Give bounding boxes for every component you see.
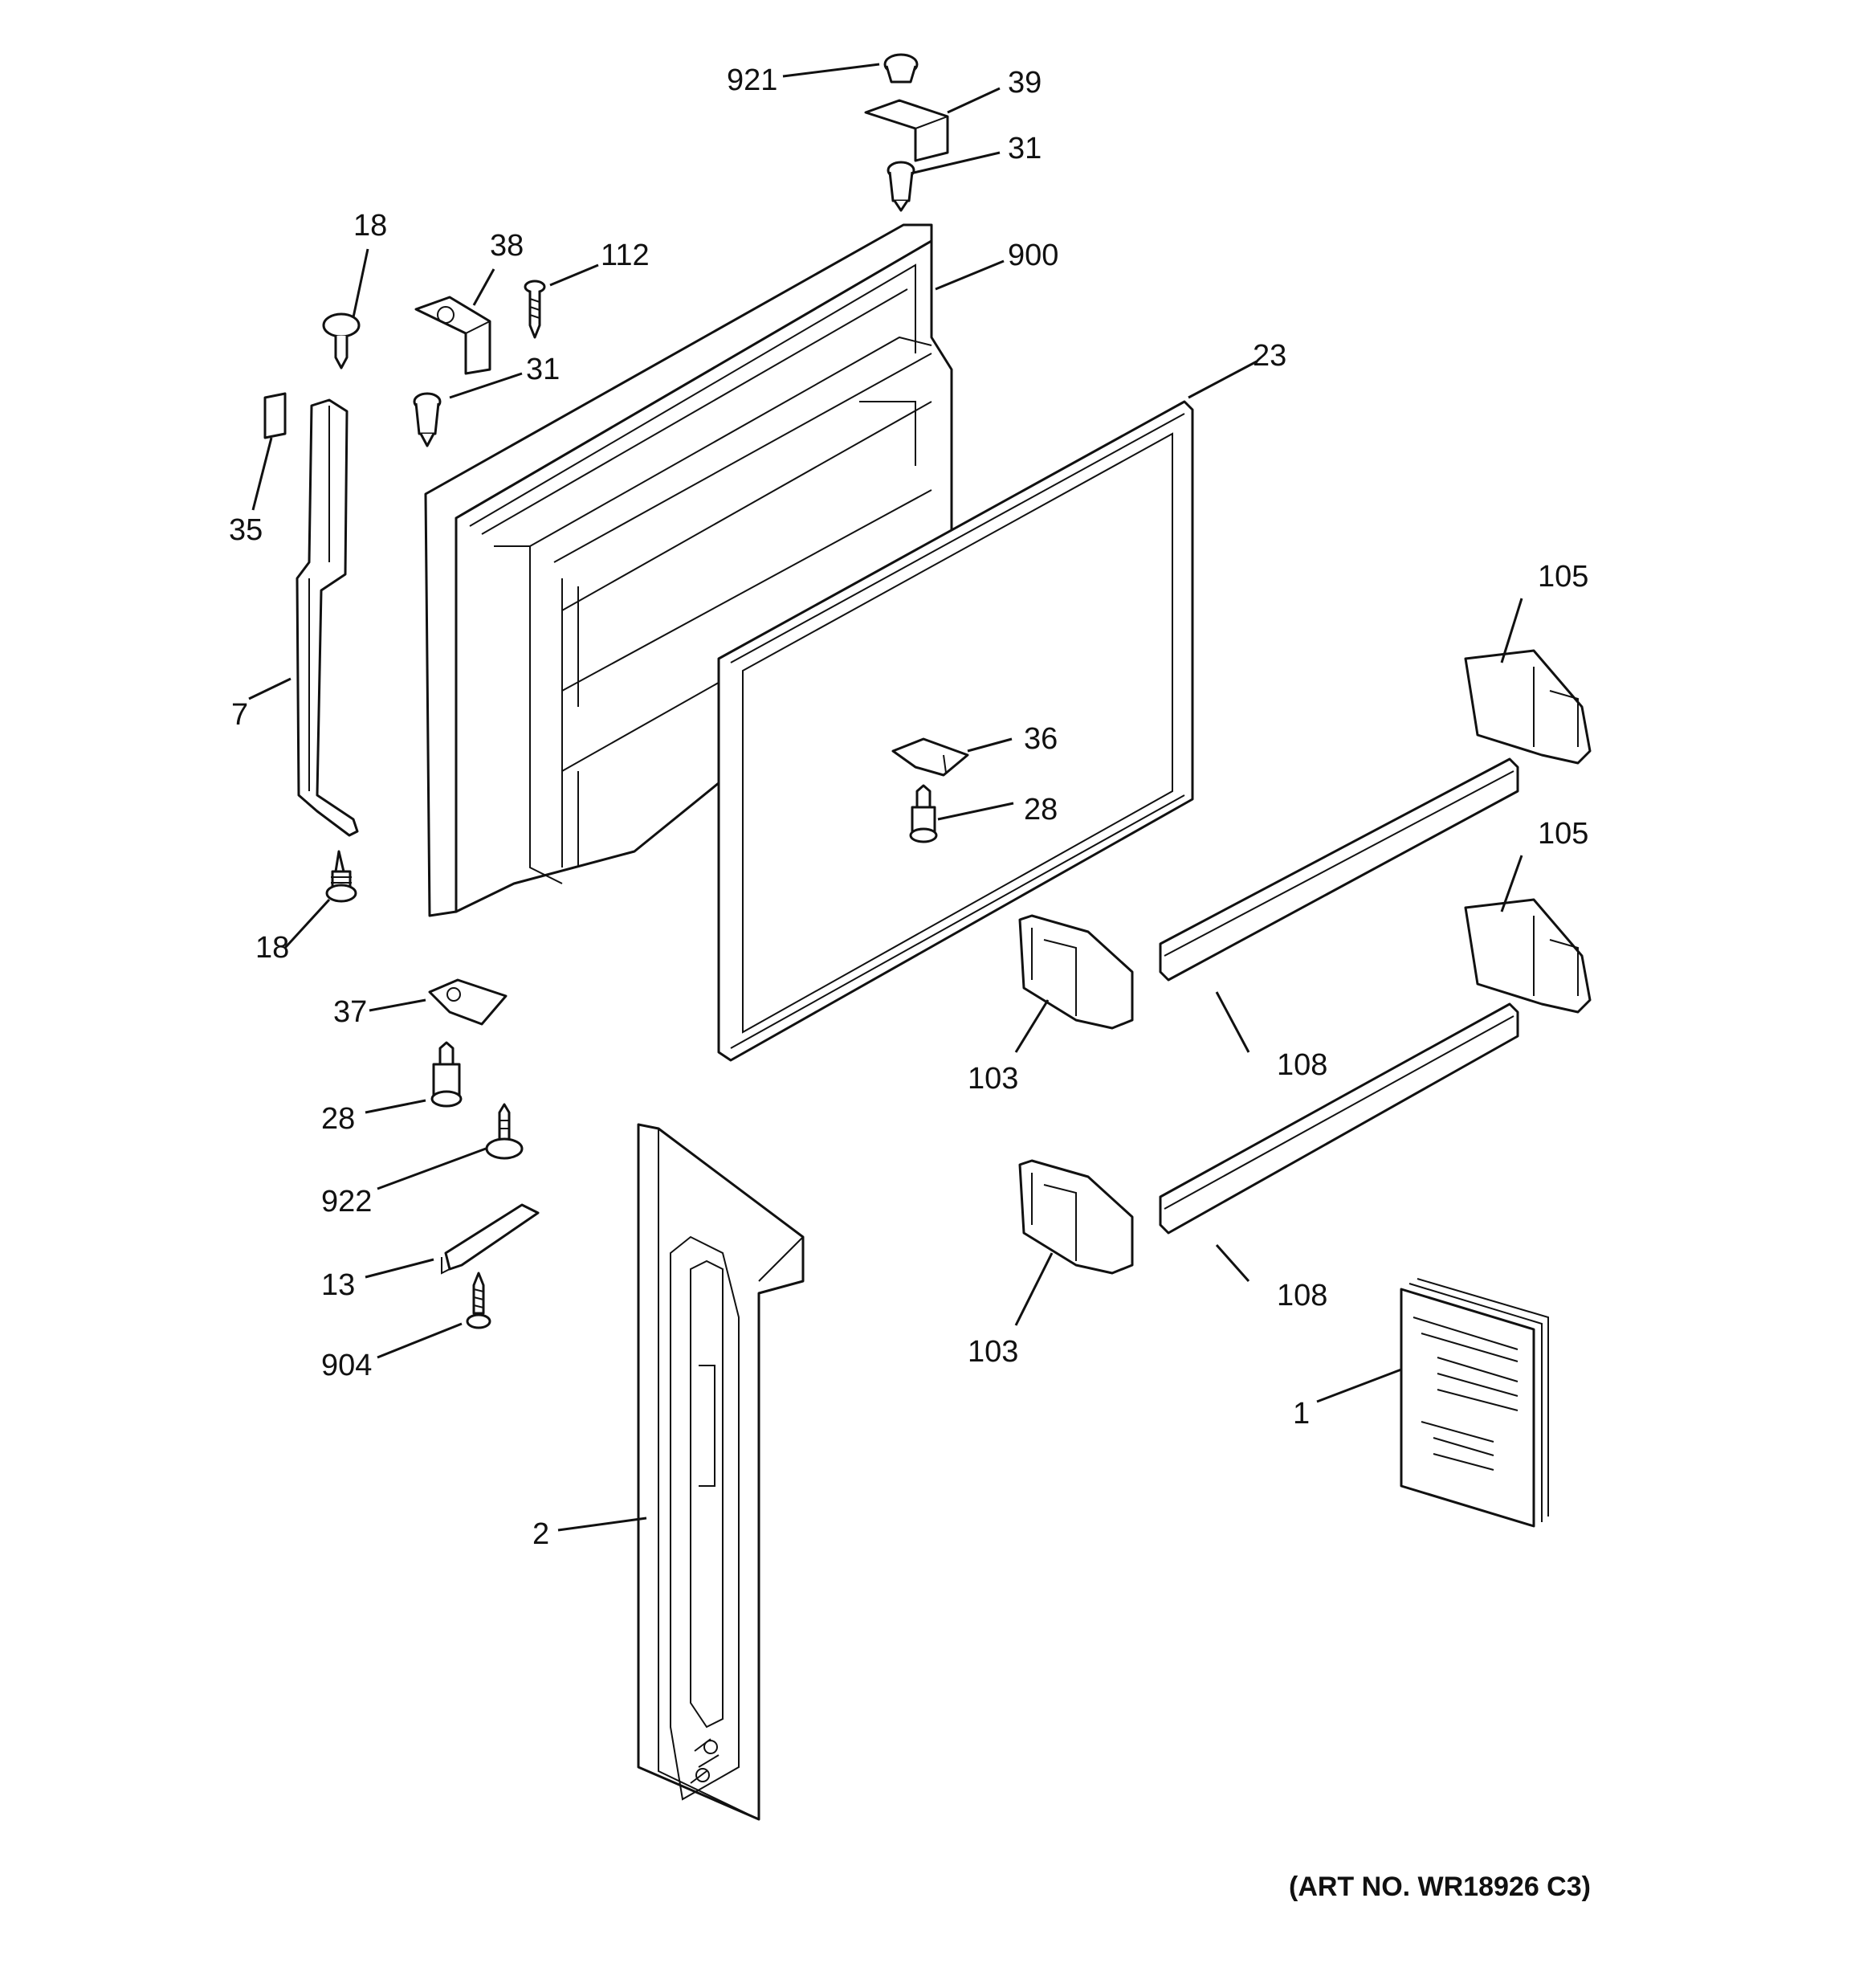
callout-39: 39 <box>1008 66 1042 100</box>
callout-labels: 921 39 31 18 38 112 900 31 23 35 105 7 3… <box>229 63 1588 1551</box>
callout-23: 23 <box>1253 339 1286 373</box>
callout-18-top: 18 <box>353 209 387 243</box>
callout-7: 7 <box>231 698 248 732</box>
part-23-gasket <box>717 400 1194 1062</box>
callout-105-bottom: 105 <box>1538 817 1588 851</box>
callout-1: 1 <box>1293 1397 1310 1431</box>
callout-105-top: 105 <box>1538 560 1588 594</box>
callout-103-bottom: 103 <box>968 1335 1018 1369</box>
part-1-manual <box>1400 1278 1549 1528</box>
part-2-fresh-food-door <box>637 1123 805 1821</box>
leader-lines <box>248 63 1523 1532</box>
part-36-bracket <box>891 737 969 777</box>
part-28-stop-top <box>909 784 938 843</box>
part-103-endcap-bottom <box>1018 1159 1134 1275</box>
art-number: (ART NO. WR18926 C3) <box>1289 1872 1591 1902</box>
callout-112: 112 <box>601 239 650 272</box>
callout-922: 922 <box>321 1185 372 1219</box>
callout-18-bottom: 18 <box>255 931 289 965</box>
callout-2: 2 <box>532 1517 549 1551</box>
part-108-rail-bottom <box>1159 1002 1519 1235</box>
callout-13: 13 <box>321 1268 355 1302</box>
callout-36: 36 <box>1024 722 1058 756</box>
part-921-plug <box>883 53 919 84</box>
callout-31-left: 31 <box>526 353 560 386</box>
callout-921: 921 <box>727 63 777 97</box>
callout-38: 38 <box>490 229 524 263</box>
part-18-screw-top <box>322 312 361 369</box>
part-105-endcap-top <box>1464 649 1592 765</box>
part-103-endcap-top <box>1018 914 1134 1030</box>
callout-904: 904 <box>321 1349 372 1382</box>
callout-31-top: 31 <box>1008 132 1042 165</box>
callout-108-bottom: 108 <box>1277 1279 1327 1312</box>
part-112-screw <box>524 280 546 339</box>
callout-35: 35 <box>229 513 263 547</box>
part-28-stop-bottom <box>430 1041 463 1108</box>
callout-108-top: 108 <box>1277 1048 1327 1082</box>
part-108-rail-top <box>1159 757 1519 982</box>
part-18-screw-bottom <box>325 850 357 903</box>
part-922-screw <box>485 1103 524 1160</box>
part-904-screw <box>466 1272 491 1329</box>
callout-37: 37 <box>333 995 367 1029</box>
callout-28-bottom: 28 <box>321 1102 355 1136</box>
part-105-endcap-bottom <box>1464 898 1592 1014</box>
part-37-bracket <box>428 978 508 1026</box>
part-900-freezer-door <box>424 223 953 917</box>
part-38-hinge-bracket <box>414 296 491 375</box>
callout-28-top: 28 <box>1024 793 1058 827</box>
callout-103-top: 103 <box>968 1062 1018 1096</box>
part-35-label <box>263 392 287 439</box>
callout-900: 900 <box>1008 239 1058 272</box>
part-39-hinge-cover <box>864 99 949 162</box>
part-31-bushing-top <box>887 161 915 212</box>
part-31-bushing-left <box>413 392 442 447</box>
part-13-hinge <box>441 1203 540 1275</box>
part-7-handle <box>296 398 359 837</box>
